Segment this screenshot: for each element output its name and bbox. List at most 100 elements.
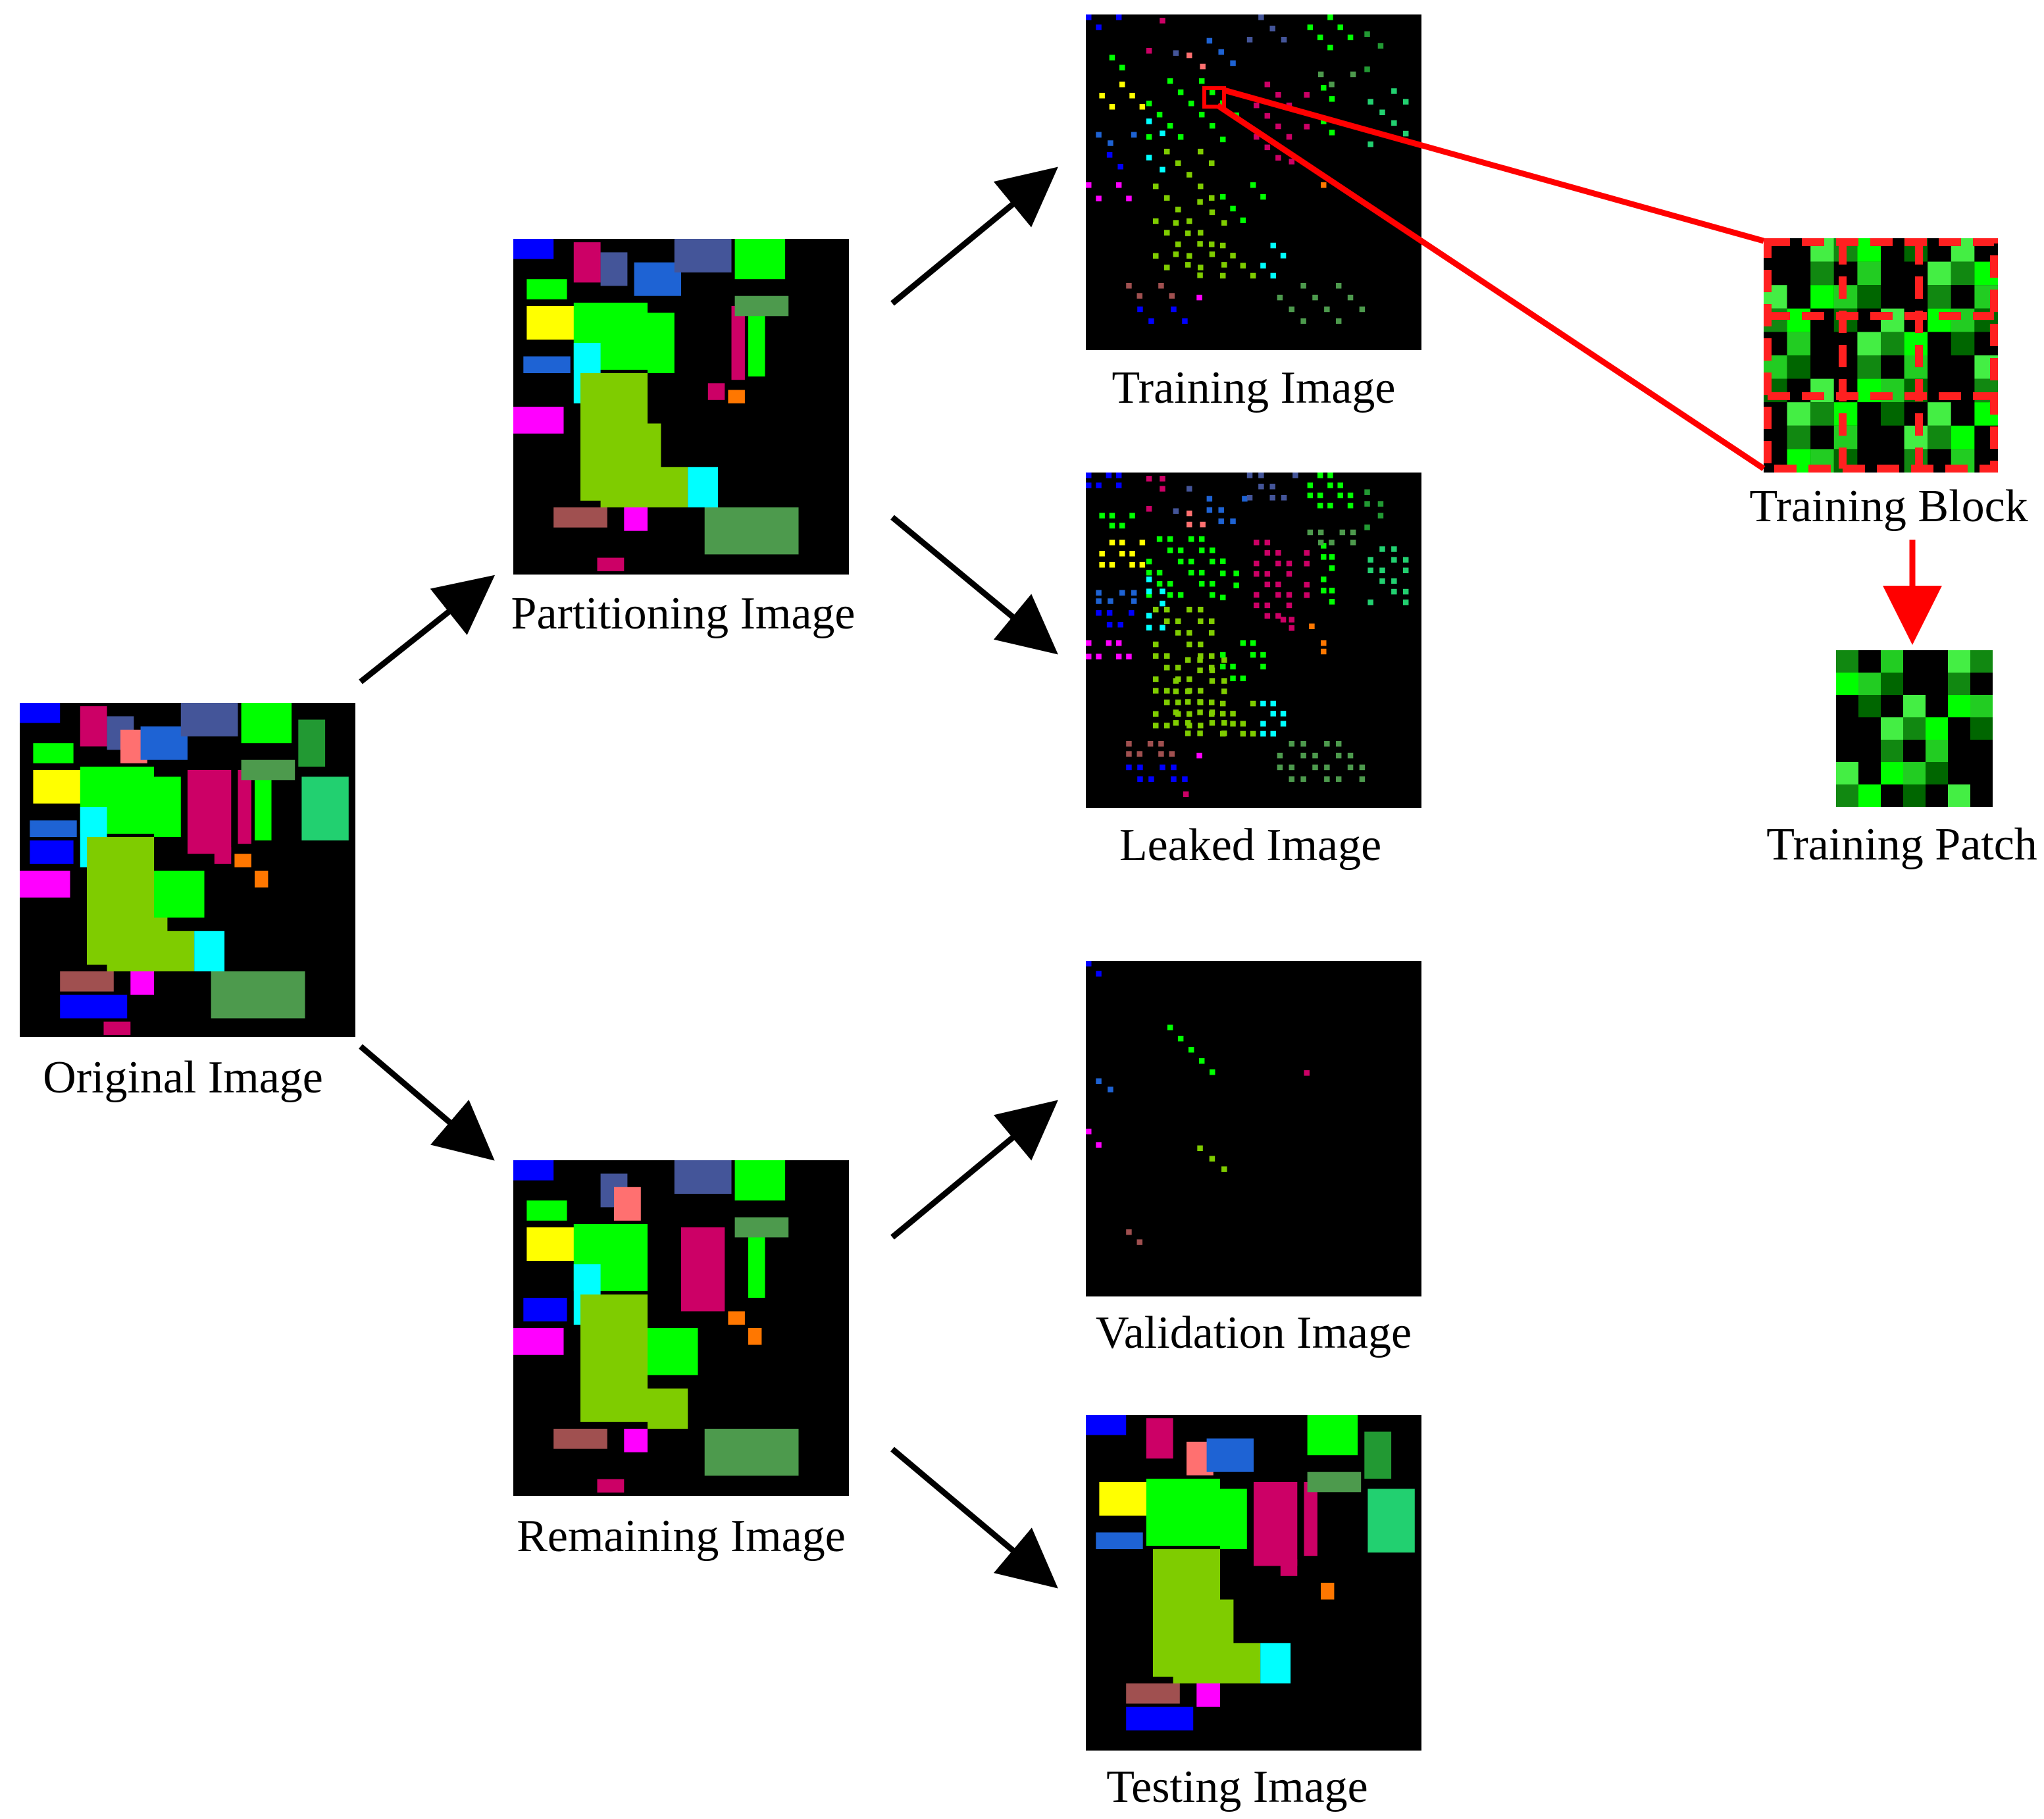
map-field [1240,263,1246,269]
map-field [1391,120,1397,126]
map-field [580,1294,648,1422]
map-field [1126,764,1132,771]
map-field [1230,721,1236,727]
map-field [1106,473,1112,478]
arrow-partitioning-to-leaked [890,515,1058,655]
map-field [1115,473,1122,478]
map-field [1377,43,1384,49]
map-field [103,1021,131,1035]
map-field [1926,740,1948,762]
map-field [1209,665,1215,671]
map-field [1250,272,1256,279]
map-field [1391,588,1397,595]
map-field [1160,476,1165,482]
map-field [1881,261,1904,286]
map-field [1099,1482,1150,1516]
map-field [1329,82,1335,88]
map-field [1335,752,1342,759]
map-field [1347,502,1354,509]
map-field [1220,558,1226,565]
map-field [1164,607,1170,613]
map-field [1096,24,1102,30]
map-field [1156,536,1163,542]
map-field [1146,155,1152,161]
map-field [1810,285,1834,309]
map-field [1312,294,1318,301]
map-field [1206,1438,1254,1472]
map-field [1309,623,1315,629]
map-field [1187,676,1192,682]
map-field [1106,610,1113,616]
map-field [211,971,305,1019]
map-field [1177,547,1184,553]
map-field [1260,652,1266,658]
map-field [1903,673,1926,695]
map-field [1321,118,1327,124]
remaining-image [513,1160,849,1496]
map-field [1182,318,1188,324]
map-field [1146,576,1152,582]
map-field [1787,402,1811,426]
map-field [1185,730,1191,736]
map-field [1220,594,1226,601]
map-field [1185,230,1191,236]
map-field [1126,1683,1180,1704]
map-field [238,770,251,844]
map-field [1187,521,1192,528]
map-field [1188,558,1194,565]
map-field [1106,152,1113,158]
map-field [1928,332,1951,355]
map-field [1300,283,1306,289]
map-field [1367,1489,1415,1553]
map-field [1317,34,1323,41]
map-field [1335,283,1342,289]
map-field [1948,673,1970,695]
map-field [1197,730,1203,736]
map-field [1321,640,1327,646]
map-field [1209,209,1215,215]
map-field [1246,495,1253,501]
map-field [1096,482,1102,488]
map-field [1300,318,1306,324]
map-field [1254,134,1260,140]
map-field [1286,592,1292,598]
map-field [1242,496,1248,502]
map-field [1810,355,1834,379]
map-field [1810,402,1834,426]
map-field [1246,473,1253,478]
map-field [648,1328,698,1375]
map-field [1258,14,1264,20]
map-field [1307,24,1314,30]
map-field [1119,523,1125,528]
map-field [1230,518,1236,525]
map-field [1317,540,1324,546]
map-field [1175,241,1181,247]
map-field [1335,776,1342,782]
arrow-remaining-to-testing [890,1447,1058,1589]
map-field [624,1429,648,1452]
map-field [1148,776,1154,782]
map-field [1221,220,1227,226]
map-field [728,1311,745,1325]
map-field [1377,501,1384,507]
map-field [1289,764,1295,771]
map-field [648,467,688,507]
map-field [1173,678,1179,684]
map-field [1951,285,1975,309]
training-image [1086,14,1421,350]
map-field [1220,193,1226,200]
map-field [1367,141,1373,147]
map-field [1307,1472,1362,1493]
map-field [526,1200,567,1221]
map-field [1275,560,1281,567]
map-field [1391,557,1397,563]
training-block [1764,238,1998,473]
map-field [1200,63,1206,70]
map-field [1810,261,1834,286]
map-field [1312,752,1318,759]
map-field [1164,230,1170,236]
map-field [1096,598,1102,604]
map-field [1836,650,1858,673]
map-field [1347,34,1354,41]
map-field [1275,550,1281,556]
